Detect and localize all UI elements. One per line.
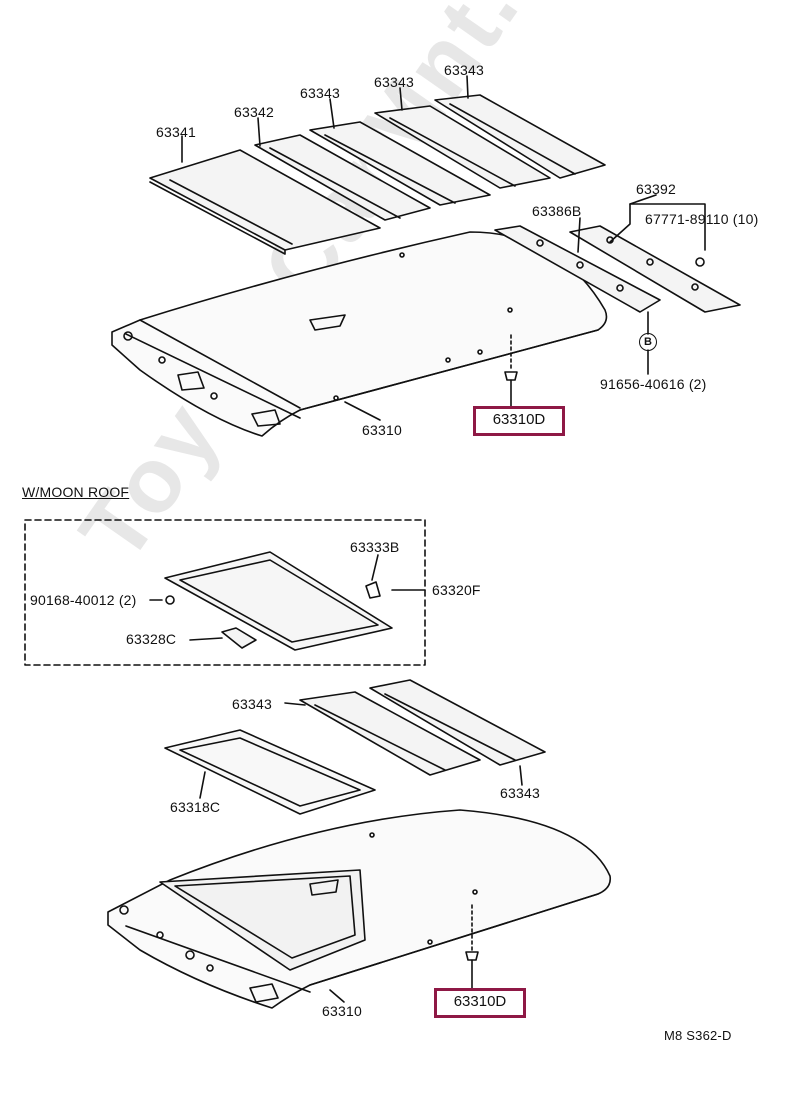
panel-lower-63343-b bbox=[369, 679, 546, 766]
panel-63343-a bbox=[309, 121, 491, 206]
label-91656: 91656-40616 (2) bbox=[600, 376, 707, 392]
label-63318c: 63318C bbox=[170, 799, 221, 815]
headliner-upper bbox=[111, 231, 608, 437]
panel-63343-c bbox=[434, 94, 606, 179]
label-63342: 63342 bbox=[234, 104, 274, 120]
label-63386b: 63386B bbox=[532, 203, 582, 219]
label-63343-lower-b: 63343 bbox=[500, 785, 540, 801]
label-63343-a: 63343 bbox=[300, 85, 340, 101]
label-63310-lower: 63310 bbox=[322, 1003, 362, 1019]
panel-63341 bbox=[149, 149, 381, 255]
label-63343-lower-a: 63343 bbox=[232, 696, 272, 712]
section-title-moon-roof: W/MOON ROOF bbox=[22, 484, 130, 500]
headliner-lower bbox=[107, 809, 612, 1009]
highlight-63310d-lower[interactable]: 63310D bbox=[434, 988, 526, 1018]
trim-63318c bbox=[164, 729, 376, 815]
bolt-upper bbox=[647, 257, 705, 375]
label-63343-b: 63343 bbox=[374, 74, 414, 90]
rail-63386b bbox=[494, 225, 661, 313]
highlight-63310d-upper[interactable]: 63310D bbox=[473, 406, 565, 436]
panel-63342 bbox=[254, 134, 431, 221]
circled-b-marker: B bbox=[639, 333, 657, 351]
bracket-63328c bbox=[221, 627, 257, 649]
panel-lower-63343-a bbox=[299, 691, 481, 776]
label-63343-c: 63343 bbox=[444, 62, 484, 78]
clip-upper bbox=[504, 334, 518, 407]
label-63333b: 63333B bbox=[350, 539, 400, 555]
panel-63343-b bbox=[374, 105, 551, 189]
label-63320f: 63320F bbox=[432, 582, 481, 598]
label-90168: 90168-40012 (2) bbox=[30, 592, 137, 608]
label-63310-upper: 63310 bbox=[362, 422, 402, 438]
label-63328c: 63328C bbox=[126, 631, 177, 647]
label-63392: 63392 bbox=[636, 181, 676, 197]
diagram-code: M8 S362-D bbox=[664, 1028, 732, 1043]
label-67771: 67771-89110 (10) bbox=[645, 211, 759, 227]
clip-lower bbox=[465, 904, 479, 989]
housing-63320f bbox=[164, 551, 393, 651]
label-63341: 63341 bbox=[156, 124, 196, 140]
rail-63392 bbox=[569, 225, 741, 313]
